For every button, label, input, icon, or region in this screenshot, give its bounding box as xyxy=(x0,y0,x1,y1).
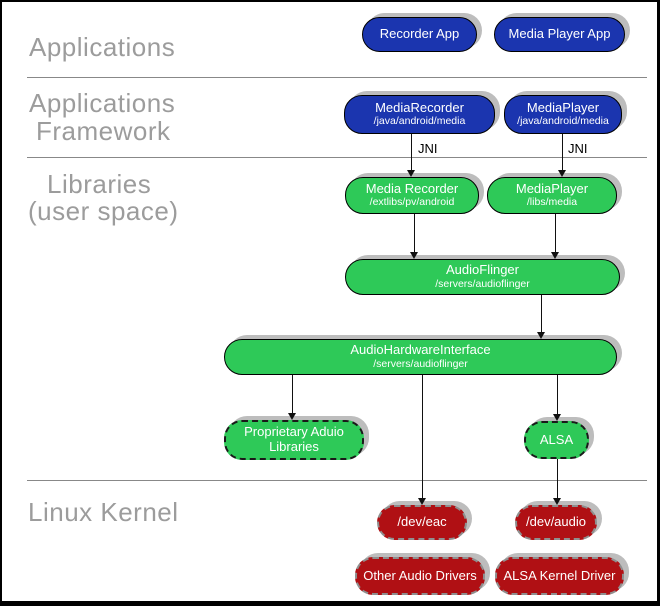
section-label-applications: Applications xyxy=(29,32,176,62)
node-title: ALSA xyxy=(539,431,574,447)
node-subtitle: /java/android/media xyxy=(517,115,609,128)
node-mediaplayer-lib: MediaPlayer /libs/media xyxy=(487,177,617,214)
node-title: MediaPlayer xyxy=(526,99,600,115)
node-subtitle: /servers/audioflinger xyxy=(373,357,468,370)
node-other-audio-drivers: Other Audio Drivers xyxy=(355,557,485,595)
arrowhead-down-icon xyxy=(551,252,559,259)
node-audioflinger: AudioFlinger /servers/audioflinger xyxy=(345,259,620,295)
node-audiohardwareinterface: AudioHardwareInterface /servers/audiofli… xyxy=(224,339,617,375)
node-title: Media Player App xyxy=(508,26,611,42)
jni-label-left: JNI xyxy=(418,141,438,156)
node-alsa-kernel-driver: ALSA Kernel Driver xyxy=(495,557,624,595)
section-label-libraries-line2: (user space) xyxy=(28,196,179,226)
node-dev-eac: /dev/eac xyxy=(377,505,467,540)
section-label-linux-kernel: Linux Kernel xyxy=(28,497,179,527)
jni-label-right: JNI xyxy=(568,141,588,156)
node-title: Recorder App xyxy=(379,26,460,42)
edge-alsa-to-dev-audio xyxy=(557,459,558,498)
separator-applications-framework xyxy=(27,77,647,78)
arrowhead-down-icon xyxy=(407,170,415,177)
node-title: AudioHardwareInterface xyxy=(350,342,491,358)
node-mediarecorder-framework: MediaRecorder /java/android/media xyxy=(344,95,495,134)
separator-libraries-kernel xyxy=(27,480,647,481)
arrowhead-down-icon xyxy=(537,332,545,339)
node-title-line1: Proprietary Aduio xyxy=(244,424,344,440)
node-subtitle: /libs/media xyxy=(526,196,578,209)
node-dev-audio: /dev/audio xyxy=(515,505,597,540)
node-alsa: ALSA xyxy=(524,421,589,459)
edge-ahi-to-dev-eac xyxy=(422,375,423,498)
arrowhead-down-icon xyxy=(553,414,561,421)
edge-mediaplayer-fw-to-lib xyxy=(562,134,563,170)
node-title: Other Audio Drivers xyxy=(363,567,477,583)
node-subtitle: /java/android/media xyxy=(373,115,466,128)
node-title: AudioFlinger xyxy=(446,262,519,278)
arrowhead-down-icon xyxy=(288,413,296,420)
edge-mediarecorder-lib-to-audioflinger xyxy=(414,214,415,252)
section-label-applications-framework-line2: Framework xyxy=(36,116,171,146)
edge-mediarecorder-fw-to-lib xyxy=(411,134,412,170)
node-subtitle: /extlibs/pv/android xyxy=(369,196,455,209)
node-title: /dev/eac xyxy=(397,514,447,530)
node-title-line2: Libraries xyxy=(269,439,319,454)
node-title: MediaPlayer xyxy=(515,180,589,196)
node-title: Media Recorder xyxy=(365,180,459,196)
node-mediaplayer-framework: MediaPlayer /java/android/media xyxy=(504,95,622,134)
node-title: ALSA Kernel Driver xyxy=(503,567,616,583)
section-label-applications-framework-line1: Applications xyxy=(29,88,176,118)
arrowhead-down-icon xyxy=(553,498,561,505)
node-media-recorder-lib: Media Recorder /extlibs/pv/android xyxy=(345,177,479,214)
edge-ahi-to-alsa xyxy=(557,375,558,414)
node-subtitle: /servers/audioflinger xyxy=(435,277,530,290)
edge-mediaplayer-lib-to-audioflinger xyxy=(555,214,556,252)
edge-ahi-to-proprietary xyxy=(292,375,293,413)
arrowhead-down-icon xyxy=(418,498,426,505)
section-label-libraries-line1: Libraries xyxy=(47,169,152,199)
arrowhead-down-icon xyxy=(410,252,418,259)
node-media-player-app: Media Player App xyxy=(494,17,625,52)
node-title: /dev/audio xyxy=(526,514,586,530)
node-proprietary-audio-libraries: Proprietary Aduio Libraries xyxy=(224,420,364,460)
node-recorder-app: Recorder App xyxy=(362,17,477,52)
separator-framework-libraries xyxy=(27,157,647,158)
arrowhead-down-icon xyxy=(558,170,566,177)
edge-audioflinger-to-ahi xyxy=(541,295,542,332)
node-title: MediaRecorder xyxy=(375,99,464,115)
